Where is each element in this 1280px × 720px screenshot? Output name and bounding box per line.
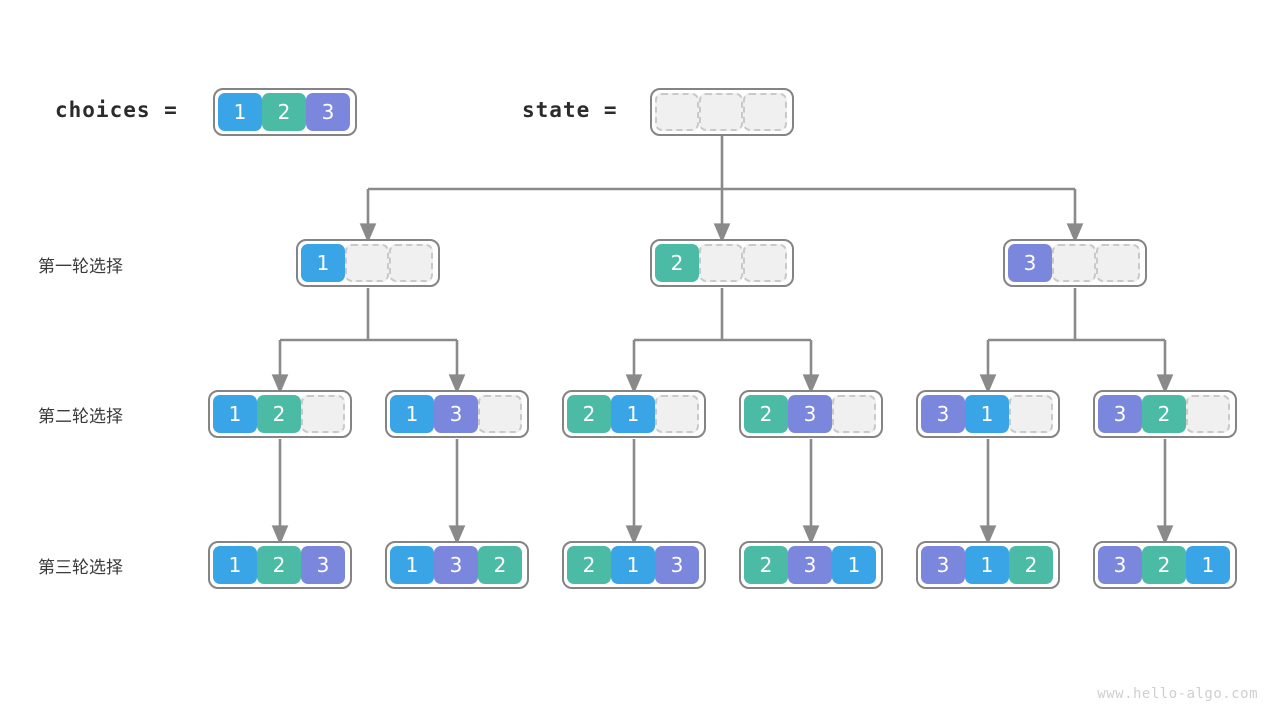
level-3-node-1: 1 3 2: [385, 541, 529, 589]
cell: 3: [1098, 546, 1142, 584]
cell: 2: [1009, 546, 1053, 584]
level-3-node-5: 3 2 1: [1093, 541, 1237, 589]
level-3-node-0: 1 2 3: [208, 541, 352, 589]
cell-empty: [1052, 244, 1096, 282]
cell-empty: [301, 395, 345, 433]
row-label-round-3: 第三轮选择: [38, 558, 123, 578]
cell-empty: [478, 395, 522, 433]
cell-empty: [699, 244, 743, 282]
level-3-node-2: 2 1 3: [562, 541, 706, 589]
cell: 1: [1186, 546, 1230, 584]
row-label-round-2: 第二轮选择: [38, 407, 123, 427]
cell: 2: [567, 546, 611, 584]
state-cell-1: [699, 93, 743, 131]
cell: 2: [257, 395, 301, 433]
cell-empty: [1096, 244, 1140, 282]
cell: 3: [301, 546, 345, 584]
cell: 2: [744, 546, 788, 584]
cell-empty: [1186, 395, 1230, 433]
cell: 3: [434, 546, 478, 584]
level-1-node-0: 1: [296, 239, 440, 287]
cell: 3: [788, 395, 832, 433]
cell: 1: [611, 546, 655, 584]
state-label: state =: [522, 98, 618, 122]
cell: 1: [213, 546, 257, 584]
level-2-node-3: 2 3: [739, 390, 883, 438]
cell: 2: [567, 395, 611, 433]
cell: 1: [965, 395, 1009, 433]
level-3-node-3: 2 3 1: [739, 541, 883, 589]
row-label-round-1: 第一轮选择: [38, 257, 123, 277]
cell: 1: [965, 546, 1009, 584]
cell: 1: [832, 546, 876, 584]
level-2-node-4: 3 1: [916, 390, 1060, 438]
level-2-node-0: 1 2: [208, 390, 352, 438]
choices-cell-0: 1: [218, 93, 262, 131]
state-array: [650, 88, 794, 136]
cell-empty: [389, 244, 433, 282]
watermark: www.hello-algo.com: [1097, 686, 1258, 702]
cell: 1: [390, 546, 434, 584]
cell-empty: [832, 395, 876, 433]
cell: 2: [1142, 546, 1186, 584]
cell-empty: [655, 395, 699, 433]
level-3-node-4: 3 1 2: [916, 541, 1060, 589]
cell: 2: [655, 244, 699, 282]
cell: 2: [478, 546, 522, 584]
level-1-node-1: 2: [650, 239, 794, 287]
cell: 1: [611, 395, 655, 433]
cell: 2: [257, 546, 301, 584]
cell-empty: [345, 244, 389, 282]
cell-empty: [1009, 395, 1053, 433]
choices-cell-1: 2: [262, 93, 306, 131]
cell: 3: [1008, 244, 1052, 282]
level-1-node-2: 3: [1003, 239, 1147, 287]
cell: 3: [788, 546, 832, 584]
cell: 2: [744, 395, 788, 433]
cell: 2: [1142, 395, 1186, 433]
cell: 1: [390, 395, 434, 433]
level-2-node-2: 2 1: [562, 390, 706, 438]
cell: 1: [301, 244, 345, 282]
level-2-node-5: 3 2: [1093, 390, 1237, 438]
cell: 1: [213, 395, 257, 433]
cell: 3: [434, 395, 478, 433]
choices-cell-2: 3: [306, 93, 350, 131]
state-cell-0: [655, 93, 699, 131]
choices-label: choices =: [55, 98, 178, 122]
level-2-node-1: 1 3: [385, 390, 529, 438]
state-cell-2: [743, 93, 787, 131]
cell: 3: [921, 395, 965, 433]
cell: 3: [1098, 395, 1142, 433]
cell: 3: [655, 546, 699, 584]
cell-empty: [743, 244, 787, 282]
cell: 3: [921, 546, 965, 584]
choices-array: 1 2 3: [213, 88, 357, 136]
